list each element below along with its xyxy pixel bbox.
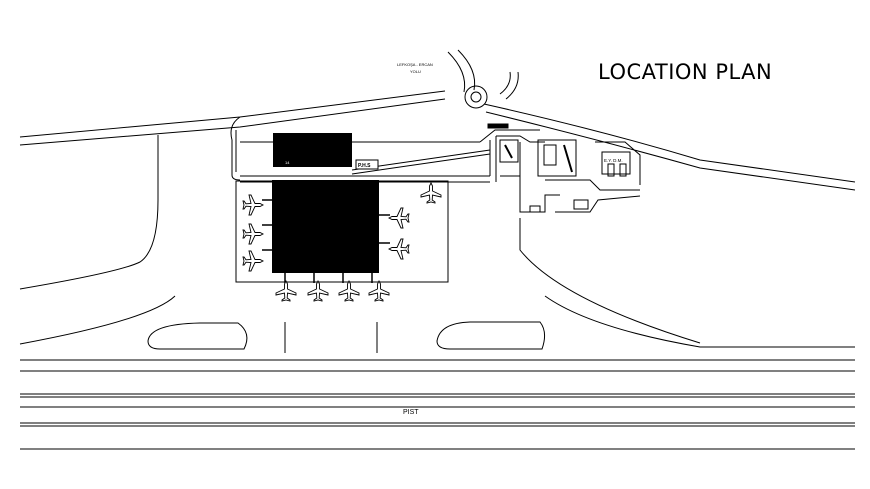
aircraft-icon [242, 223, 264, 245]
road-label-line2: YOLU [410, 69, 421, 74]
main-access-road [19, 49, 856, 191]
aircraft-icon [388, 207, 410, 229]
aircraft-icon [242, 250, 264, 272]
aircraft-icon [275, 280, 297, 302]
aircraft-icon [338, 280, 360, 302]
terminal-tag: P.H.S [358, 163, 371, 169]
road-label-line1: LEFKOŞA - ERCAN [397, 62, 433, 67]
building-tag: E.Y. D.M. [604, 158, 623, 163]
landside-area [487, 123, 641, 213]
runway [20, 359, 855, 450]
aircraft-icon [388, 238, 410, 260]
stand-mark: 14 [285, 160, 290, 165]
aircraft-icon [368, 280, 390, 302]
terminal-complex: P.H.S 14 [235, 133, 449, 283]
taxiway-islands [147, 321, 546, 350]
taxiway-apron-edges [19, 135, 855, 353]
terminal-north-block [273, 133, 352, 167]
terminal-main-block [272, 180, 379, 273]
aircraft-icon [420, 182, 442, 204]
runway-label: PIST [403, 409, 419, 416]
aircraft-icon [242, 194, 264, 216]
plan-title: LOCATION PLAN [598, 60, 773, 84]
aircraft-icon [307, 280, 329, 302]
